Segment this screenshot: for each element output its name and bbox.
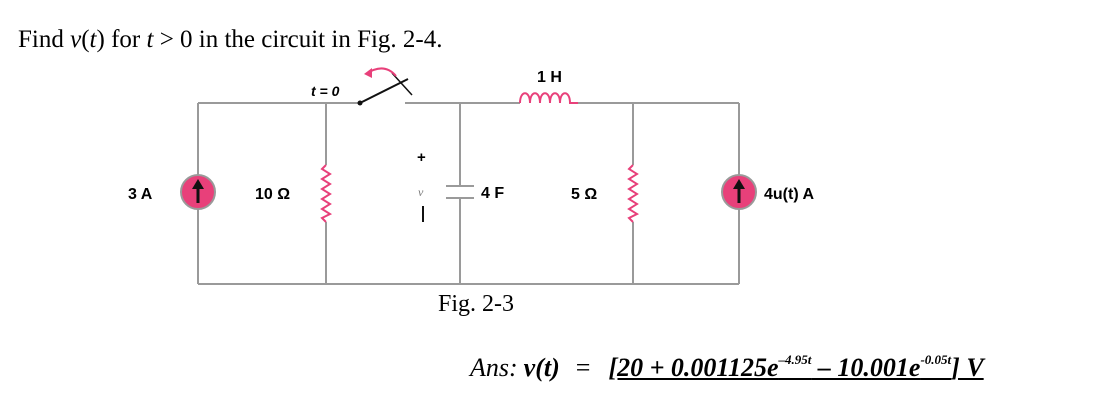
resistor-5-ohm xyxy=(627,164,640,223)
capacitor-label: 4 F xyxy=(481,185,504,202)
answer-exponent-1: –4.95t xyxy=(778,352,812,367)
question-for: for xyxy=(111,26,141,53)
answer-expr-b: – 10.001e xyxy=(811,353,921,382)
circuit-wires xyxy=(197,102,740,285)
answer-label: Ans: xyxy=(470,353,518,382)
answer-expression: [20 + 0.001125e–4.95t – 10.001e-0.05t] V xyxy=(608,352,984,382)
source-left-label: 3 A xyxy=(128,186,153,203)
resistor-10-ohm xyxy=(320,164,333,223)
inductor-1H xyxy=(519,92,578,104)
answer-lhs: v(t) xyxy=(523,353,560,382)
source-right-label: 4u(t) A xyxy=(764,186,815,203)
plus-sign: + xyxy=(417,149,426,166)
voltage-label: v xyxy=(418,185,424,199)
question-paren-close: ) xyxy=(96,26,105,53)
question-end: > 0 in the circuit in Fig. 2-4. xyxy=(159,26,443,53)
question-func: v xyxy=(70,26,82,53)
question-paren-open: ( xyxy=(81,26,90,53)
question-text: Find v(t) for t > 0 in the circuit in Fi… xyxy=(18,26,443,54)
current-source-left xyxy=(180,174,216,210)
answer-exponent-2: -0.05t xyxy=(920,352,952,367)
figure-caption: Fig. 2-3 xyxy=(438,291,515,317)
answer: Ans:v(t) = [20 + 0.001125e–4.95t – 10.001e… xyxy=(470,352,984,383)
answer-expr-c: ] V xyxy=(951,353,984,382)
question-var-t2: t xyxy=(146,26,154,53)
current-source-right xyxy=(721,174,757,210)
switch-label: t = 0 xyxy=(311,83,340,99)
switch xyxy=(357,67,413,106)
resistor1-label: 10 Ω xyxy=(255,186,290,203)
answer-expr-a: [20 + 0.001125e xyxy=(608,353,779,382)
inductor-label: 1 H xyxy=(537,69,562,86)
question-var-t: t xyxy=(89,26,97,53)
answer-equals: = xyxy=(575,353,591,382)
capacitor-4F xyxy=(446,185,474,199)
resistor2-label: 5 Ω xyxy=(571,186,597,203)
question-find: Find xyxy=(18,26,64,53)
